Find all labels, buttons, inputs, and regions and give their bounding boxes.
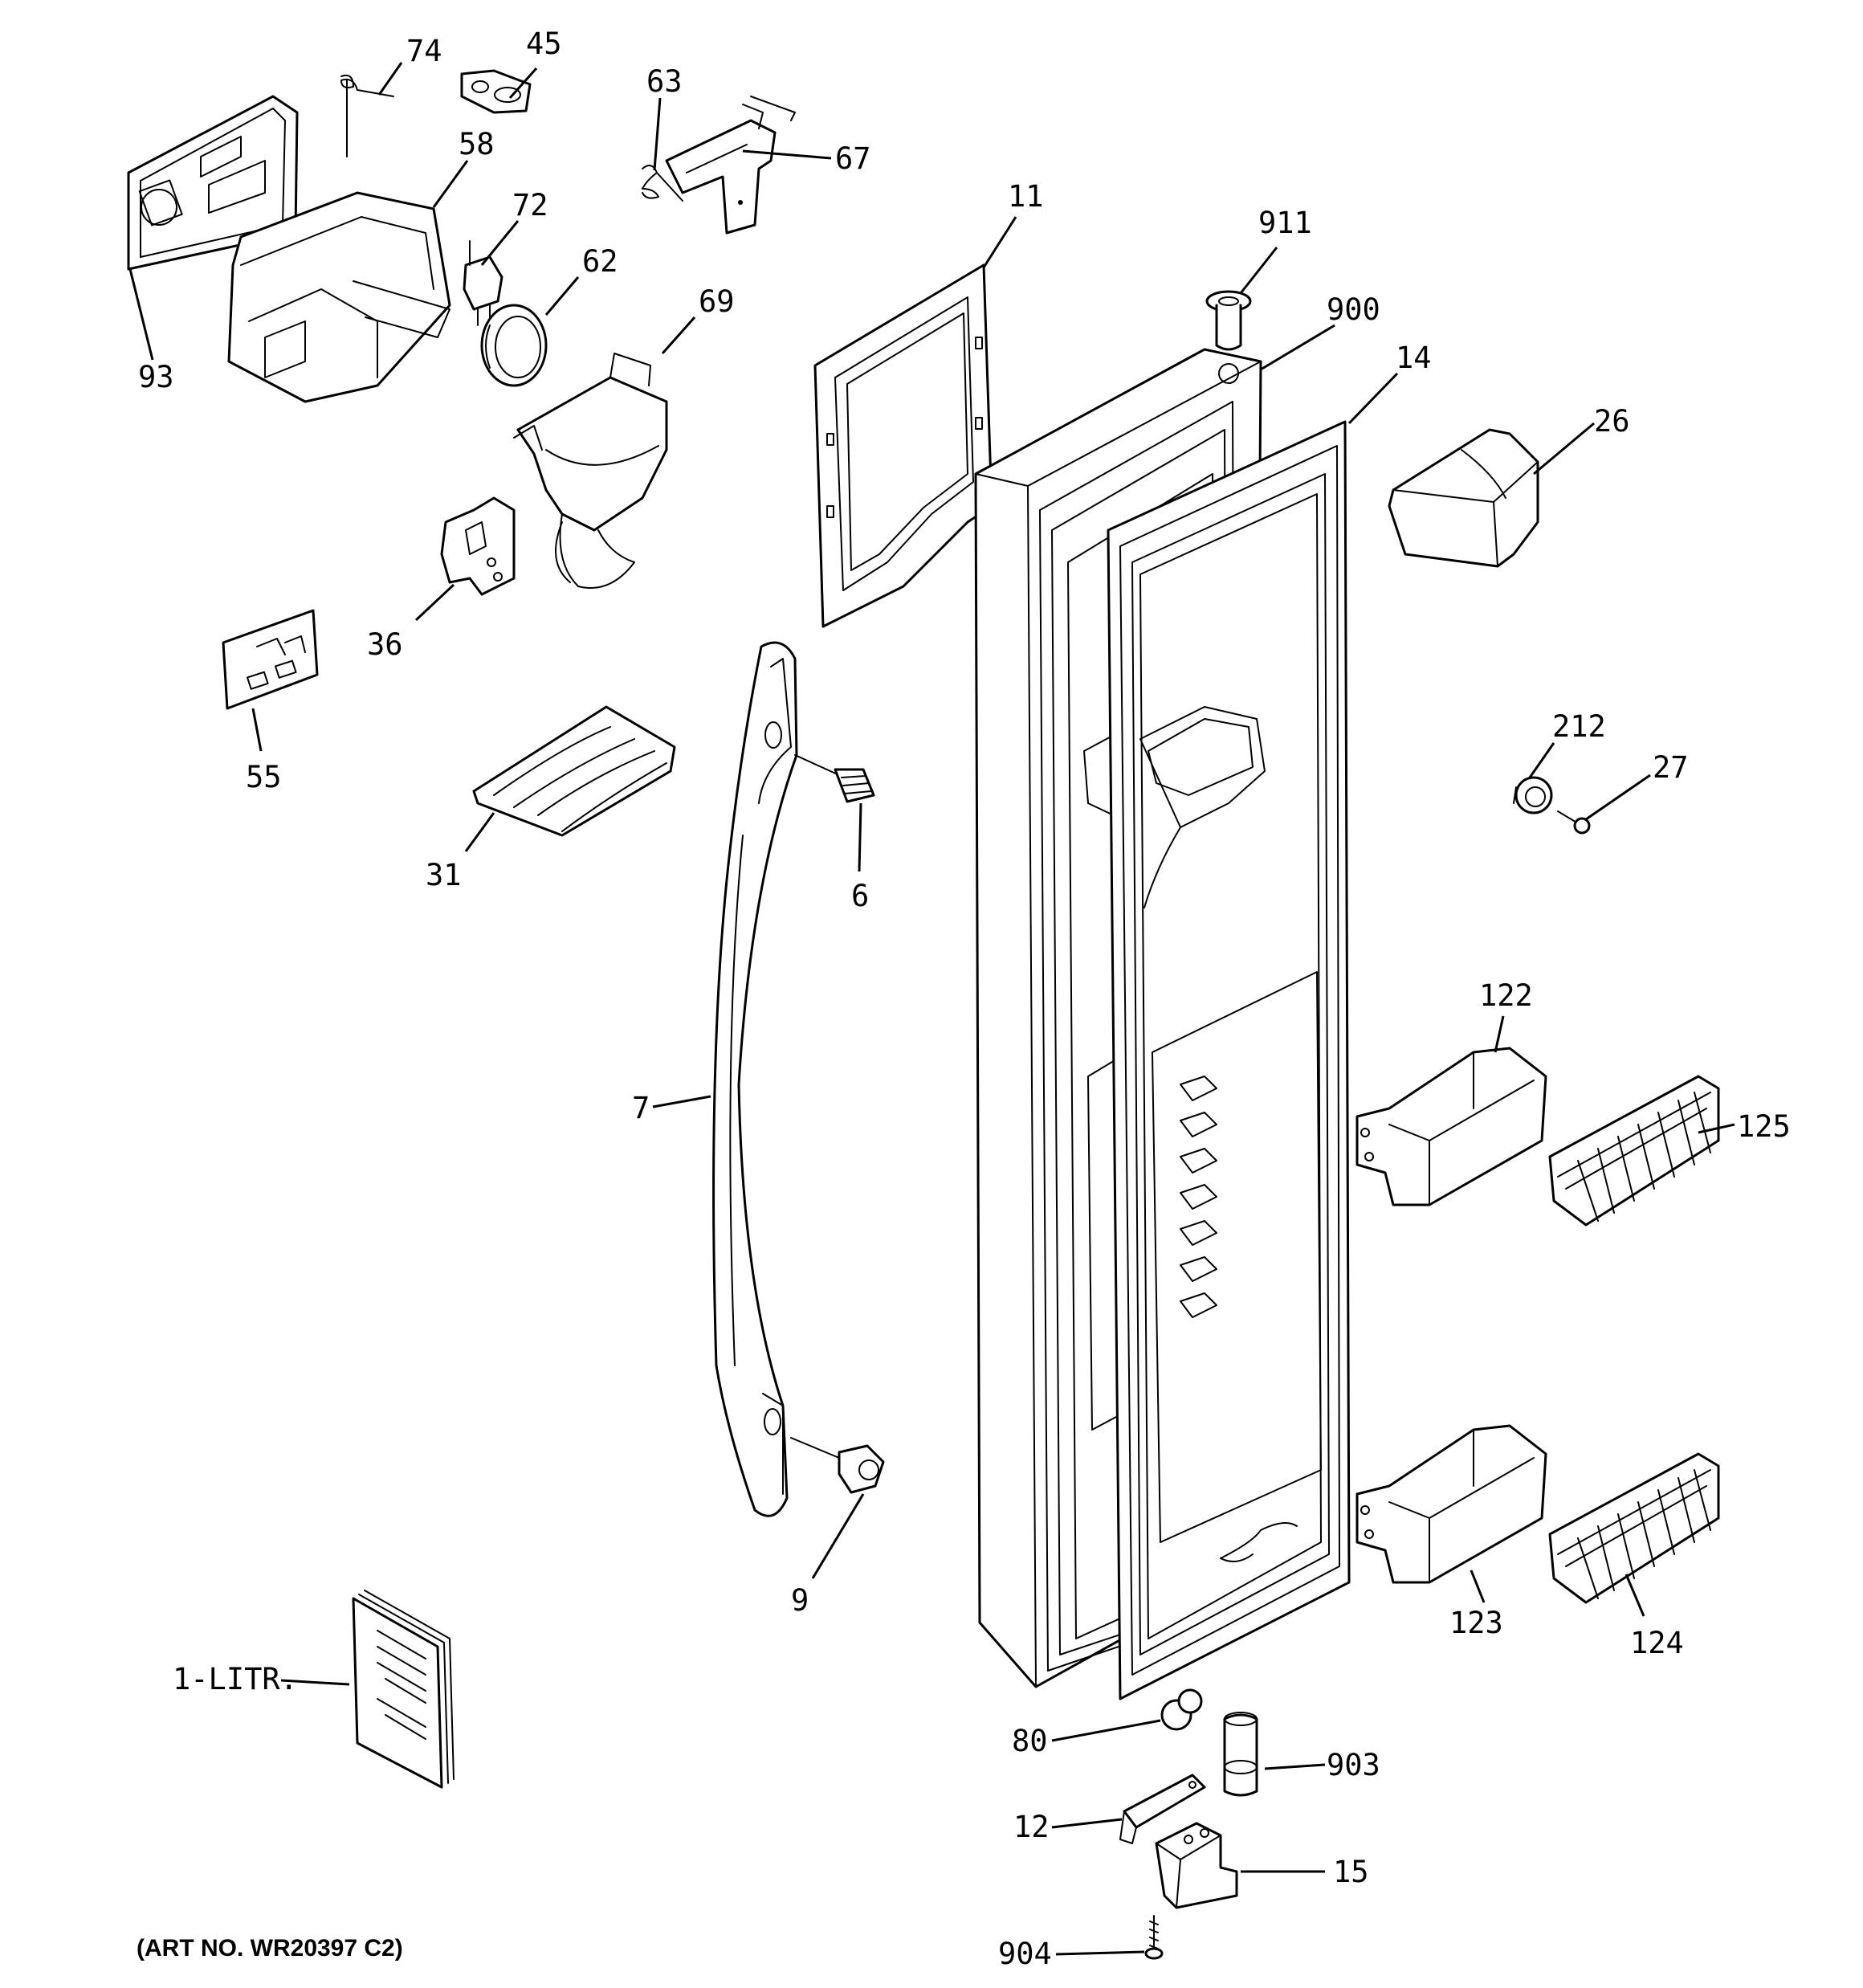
part-74-spring xyxy=(340,74,394,157)
leader-212 xyxy=(1528,742,1555,778)
callout-6: 6 xyxy=(851,879,869,913)
callout-7: 7 xyxy=(632,1091,650,1125)
leader-6 xyxy=(858,802,862,872)
leader-900 xyxy=(1260,324,1335,371)
callout-67: 67 xyxy=(835,141,871,176)
callout-125: 125 xyxy=(1737,1109,1791,1144)
part-55-board xyxy=(222,609,319,710)
leader-72 xyxy=(480,220,520,266)
callout-58: 58 xyxy=(459,127,495,161)
callout-12: 12 xyxy=(1013,1810,1050,1844)
callout-36: 36 xyxy=(367,627,403,662)
callout-27: 27 xyxy=(1653,750,1689,785)
leader-1-LITR xyxy=(280,1679,350,1686)
leader-122 xyxy=(1494,1015,1505,1053)
leader-lines xyxy=(128,62,1735,1956)
part-80-plug xyxy=(1160,1688,1203,1731)
leader-26 xyxy=(1533,422,1595,476)
leader-11 xyxy=(982,216,1017,268)
part-124-wire-basket xyxy=(1548,1452,1720,1604)
callout-62: 62 xyxy=(582,244,618,279)
part-123-shelf-bin xyxy=(1355,1424,1547,1584)
callout-15: 15 xyxy=(1333,1855,1369,1889)
callout-69: 69 xyxy=(699,284,735,319)
callout-123: 123 xyxy=(1449,1606,1503,1640)
callout-1-litr: 1-LITR. xyxy=(173,1662,298,1696)
part-58-dispenser-housing xyxy=(227,191,451,403)
callout-labels: 74 45 63 67 58 72 62 69 93 11 911 900 14… xyxy=(138,27,1791,1971)
leader-69 xyxy=(661,316,696,354)
callout-63: 63 xyxy=(646,64,683,99)
part-14-gasket xyxy=(1107,420,1351,1700)
callout-31: 31 xyxy=(426,858,462,892)
part-911-bushing xyxy=(1205,290,1252,351)
callout-72: 72 xyxy=(512,188,548,222)
part-36-bracket xyxy=(440,496,516,596)
part-45-bracket xyxy=(460,69,532,114)
leader-125 xyxy=(1698,1123,1735,1134)
leader-63 xyxy=(653,97,662,171)
leader-123 xyxy=(1470,1570,1486,1603)
callout-911: 911 xyxy=(1258,206,1312,240)
part-93-control-panel xyxy=(127,95,299,271)
part-11-liner-panel xyxy=(813,263,993,628)
callout-124: 124 xyxy=(1630,1626,1684,1660)
leader-80 xyxy=(1051,1719,1161,1742)
callout-14: 14 xyxy=(1396,341,1432,375)
callout-80: 80 xyxy=(1012,1724,1048,1758)
callout-9: 9 xyxy=(791,1583,809,1618)
part-6-screw xyxy=(794,754,875,803)
part-69-chute xyxy=(513,353,668,589)
leader-12 xyxy=(1051,1818,1123,1829)
leader-67 xyxy=(742,149,832,160)
part-122-shelf-bin xyxy=(1355,1047,1547,1206)
leader-911 xyxy=(1239,247,1278,294)
callout-55: 55 xyxy=(246,760,282,794)
art-number: (ART NO. WR20397 C2) xyxy=(137,1935,403,1961)
leader-9 xyxy=(811,1493,865,1579)
part-9-plug xyxy=(790,1437,885,1494)
callout-93: 93 xyxy=(138,360,174,394)
part-904-screw xyxy=(1144,1915,1164,1960)
part-62-ring xyxy=(480,304,548,387)
part-26-bin xyxy=(1388,428,1539,568)
callout-900: 900 xyxy=(1327,292,1380,327)
callout-11: 11 xyxy=(1008,179,1044,214)
part-15-lower-hinge xyxy=(1155,1822,1238,1909)
leader-74 xyxy=(377,62,403,96)
part-72-switch xyxy=(463,240,503,326)
leader-62 xyxy=(544,276,580,316)
part-903-bushing xyxy=(1223,1712,1258,1797)
leader-45 xyxy=(508,67,538,99)
callout-45: 45 xyxy=(526,27,562,61)
callout-904: 904 xyxy=(998,1937,1052,1971)
part-31-drip-tray xyxy=(472,705,676,837)
leader-55 xyxy=(251,708,263,752)
callout-122: 122 xyxy=(1479,978,1533,1013)
leader-904 xyxy=(1055,1950,1145,1956)
part-1-litr-literature xyxy=(352,1590,455,1789)
leader-31 xyxy=(464,812,495,852)
part-125-wire-basket xyxy=(1548,1075,1720,1227)
part-27-screw xyxy=(1557,810,1591,835)
callout-212: 212 xyxy=(1552,709,1606,744)
leader-93 xyxy=(128,268,154,361)
leader-36 xyxy=(414,583,455,622)
part-12-hinge-plate xyxy=(1119,1774,1206,1844)
callout-26: 26 xyxy=(1594,404,1630,439)
leader-14 xyxy=(1347,372,1399,425)
leader-58 xyxy=(432,160,469,208)
leader-7 xyxy=(652,1095,711,1108)
part-7-handle xyxy=(712,641,798,1517)
part-212-cap xyxy=(1513,776,1553,814)
part-67-hinge-cover xyxy=(665,96,796,235)
leader-124 xyxy=(1625,1574,1645,1617)
leader-27 xyxy=(1585,774,1651,821)
leader-903 xyxy=(1264,1763,1326,1770)
callout-903: 903 xyxy=(1327,1748,1380,1782)
callout-74: 74 xyxy=(406,34,442,68)
